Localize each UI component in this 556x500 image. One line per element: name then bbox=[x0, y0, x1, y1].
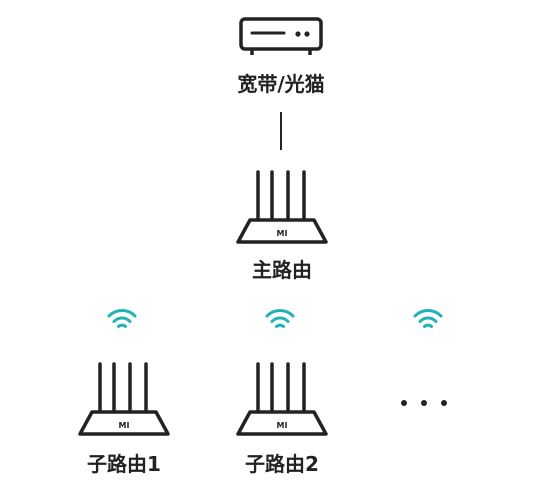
wifi-icon bbox=[413, 309, 443, 328]
ellipsis-dot bbox=[421, 400, 427, 406]
ellipsis-icon bbox=[401, 400, 447, 406]
modem-icon bbox=[239, 17, 323, 55]
router-brand-logo: MI bbox=[277, 229, 288, 238]
ellipsis-dot bbox=[441, 400, 447, 406]
wifi-icon bbox=[265, 309, 295, 328]
main-router-label: 主路由 bbox=[252, 258, 312, 282]
router-brand-logo: MI bbox=[119, 421, 130, 430]
main-router-icon: MI bbox=[236, 170, 328, 244]
sub-router-2-label: 子路由2 bbox=[245, 452, 319, 476]
ellipsis-dot bbox=[401, 400, 407, 406]
sub-router-2-icon: MI bbox=[236, 362, 328, 436]
connector-line bbox=[280, 112, 282, 150]
wifi-icon bbox=[107, 309, 137, 328]
sub-router-1-label: 子路由1 bbox=[87, 452, 161, 476]
modem-label: 宽带/光猫 bbox=[237, 72, 325, 96]
sub-router-1-icon: MI bbox=[78, 362, 170, 436]
router-brand-logo: MI bbox=[277, 421, 288, 430]
